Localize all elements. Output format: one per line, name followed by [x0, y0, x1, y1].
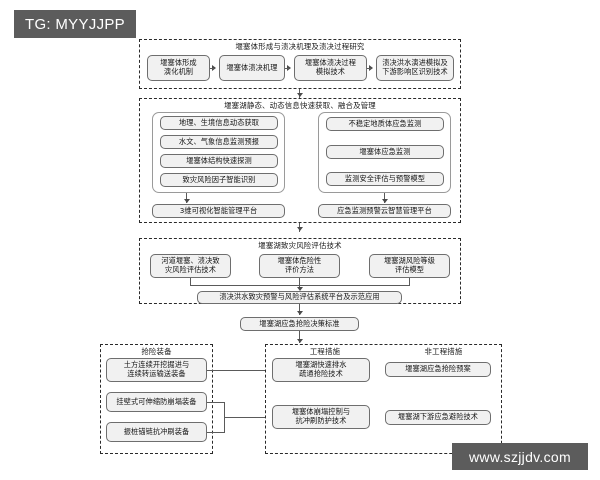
section-title-equipment: 抢险装备: [141, 347, 172, 356]
node-cloud-warning-platform[interactable]: 应急监测预警云智慧管理平台: [318, 204, 451, 218]
line-eq-bus-to-eng2: [224, 416, 265, 418]
arrow-s3-to-decision: [296, 311, 303, 315]
node-unstable-geology-monitoring[interactable]: 不稳定地质体应急监测: [326, 117, 444, 131]
section-title-risk-assessment: 堰塞湖致灾风险评估技术: [258, 241, 342, 250]
arrow-decision-to-measures: [296, 339, 303, 343]
node-risk-factor-recognition[interactable]: 致灾风险因子智能识别: [160, 173, 278, 187]
watermark-bottom-badge: www.szjjdv.com: [452, 443, 588, 470]
section-title-non-engineering: 非工程措施: [424, 347, 463, 356]
node-geo-habitat-info[interactable]: 地理、生境信息动态获取: [160, 116, 278, 130]
line-risk-bus-mid: [299, 278, 301, 286]
arrow-risk-to-platform: [296, 287, 303, 291]
line-s3-to-decision: [299, 304, 301, 315]
node-emergency-plan[interactable]: 堰塞湖应急抢险预案: [385, 362, 491, 377]
line-s1-2: [285, 67, 289, 69]
arrow-left-to-platform: [183, 199, 190, 203]
node-flood-warning-platform[interactable]: 溃决洪水致灾预警与风险评估系统平台及示范应用: [197, 291, 402, 304]
watermark-top-badge: TG: MYYJJPP: [14, 10, 136, 38]
line-s1-1: [210, 67, 214, 69]
section-title-information: 堰塞湖静态、动态信息快速获取、融合及管理: [224, 101, 376, 110]
node-collapse-control-technique[interactable]: 堰塞体崩塌控制与 抗冲刷防护技术: [272, 405, 370, 429]
node-dam-emergency-monitoring[interactable]: 堰塞体应急监测: [326, 145, 444, 159]
node-3d-visual-platform[interactable]: 3维可视化智能管理平台: [152, 204, 285, 218]
arrow-s1-2: [287, 65, 291, 71]
node-channel-breach-risk[interactable]: 河道堰塞、溃决致 灾风险评估技术: [150, 254, 231, 278]
section-title-engineering: 工程措施: [309, 347, 341, 356]
line-risk-bus-left: [190, 278, 192, 286]
arrow-s1-1: [212, 65, 216, 71]
line-eq3-to-bus: [207, 431, 225, 433]
node-dam-hazard-evaluation[interactable]: 堰塞体危险性 评价方法: [259, 254, 340, 278]
node-structure-detection[interactable]: 堰塞体结构快速探测: [160, 154, 278, 168]
node-rapid-drainage-technique[interactable]: 堰塞湖快速排水 疏通抢险技术: [272, 358, 370, 382]
arrow-s2-to-s3: [296, 227, 303, 231]
node-risk-grade-model[interactable]: 堰塞湖风险等级 评估模型: [369, 254, 450, 278]
line-decision-to-measures: [299, 331, 301, 343]
line-risk-bus-right: [409, 278, 411, 286]
node-breach-simulation[interactable]: 堰塞体溃决过程 模拟技术: [294, 55, 367, 81]
arrow-s1-3: [369, 65, 373, 71]
line-eq2-to-bus: [207, 401, 225, 403]
node-excavation-transport-equipment[interactable]: 土方连续开挖掘进与 连续转运输送装备: [106, 358, 207, 382]
line-eq1-to-eng1: [207, 369, 265, 371]
node-safety-warning-model[interactable]: 监测安全评估与预警模型: [326, 172, 444, 186]
line-s1-3: [367, 67, 371, 69]
node-wall-mounted-anticollapse-equipment[interactable]: 挂壁式可伸缩防崩塌装备: [106, 392, 207, 412]
arrow-s1-to-s2: [296, 93, 303, 97]
node-flood-routing[interactable]: 溃决洪水演进模拟及 下游影响区识别技术: [376, 55, 454, 81]
line-right-to-platform: [384, 193, 386, 203]
node-breach-mechanism[interactable]: 堰塞体溃决机理: [219, 55, 285, 81]
node-hydro-meteo-info[interactable]: 水文、气象信息监测预报: [160, 135, 278, 149]
arrow-right-to-platform: [381, 199, 388, 203]
section-title-breach-mechanism: 堰塞体形成与溃决机理及溃决过程研究: [235, 42, 365, 51]
node-downstream-evacuation-technique[interactable]: 堰塞湖下游应急避险技术: [385, 410, 491, 425]
node-anchor-chain-antiscour-equipment[interactable]: 振桩锚链抗冲刷装备: [106, 422, 207, 442]
node-formation-evolution[interactable]: 堰塞体形成 演化机制: [147, 55, 210, 81]
node-decision-standard[interactable]: 堰塞湖应急抢险决策标准: [240, 317, 359, 331]
line-left-to-platform: [186, 193, 188, 203]
